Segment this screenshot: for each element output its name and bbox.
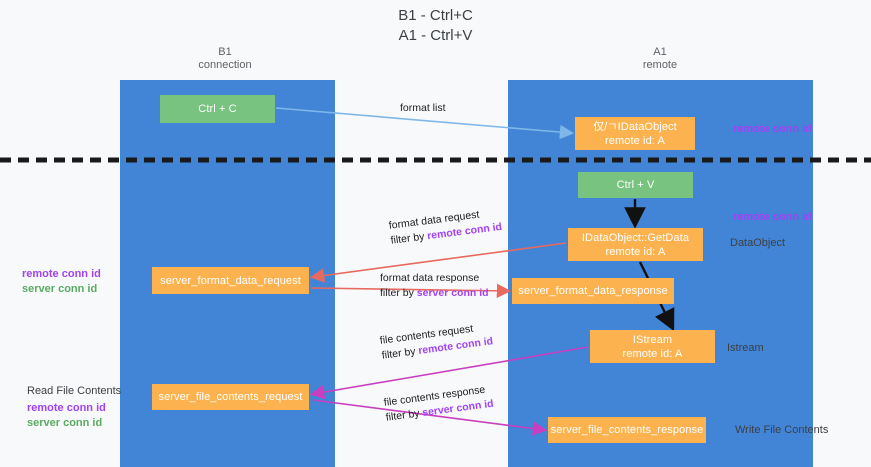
filter-key-server-conn-id: server conn id [416,287,489,299]
node-istream[interactable]: IStream remote id: A [590,330,715,363]
filter-prefix: filter by [390,230,428,247]
node-server-file-contents-request[interactable]: server_file_contents_request [152,384,309,410]
node-server-format-data-request[interactable]: server_format_data_request [152,267,309,294]
annotation-remote-conn-id-left-mid: remote conn id [22,268,101,280]
annotation-remote-conn-id-top: remote conn id [733,123,812,135]
lane-header-b1-name: B1 [218,46,232,58]
node-server-file-contents-request-label: server_file_contents_request [158,391,303,403]
annotation-server-conn-id-left-mid: server conn id [22,283,98,295]
node-ctrl-v-label: Ctrl + V [616,179,655,191]
node-idataobject-label: 仅/ㄱIDataObject [593,120,677,133]
lane-header-a1-name: A1 [653,46,667,58]
edge-label-format-list: format list [400,102,446,114]
node-istream-label: IStream [632,333,673,346]
lane-header-a1: A1 remote [585,46,735,72]
filter-prefix: filter by [381,345,420,362]
annotation-server-conn-id-left-bottom: server conn id [27,417,103,429]
annotation-conn-ids-mid: remote conn id server conn id [22,267,101,297]
node-idataobject-subtitle: remote id: A [605,134,665,147]
edge-label-file-contents-request: file contents request filter by remote c… [379,319,494,363]
node-ctrl-c[interactable]: Ctrl + C [160,95,275,123]
lane-header-b1: B1 connection [150,46,300,72]
diagram-title-line-1: B1 - Ctrl+C [398,7,473,24]
node-server-file-contents-response-label: server_file_contents_response [550,424,704,436]
node-istream-subtitle: remote id: A [622,347,683,360]
diagram-title-line-2: A1 - Ctrl+V [398,27,473,44]
lane-header-a1-role: remote [642,59,678,71]
annotation-dataobject: DataObject [730,237,786,249]
lane-header-b1-role: connection [198,59,252,71]
node-server-format-data-request-label: server_format_data_request [160,274,301,287]
filter-prefix: filter by [385,407,424,424]
edge-label-format-data-request: format data request filter by remote con… [388,205,503,249]
node-ctrl-c-label: Ctrl + C [198,103,237,115]
annotation-istream: Istream [727,342,764,354]
node-idataobject[interactable]: 仅/ㄱIDataObject remote id: A [575,117,695,150]
node-getdata-subtitle: remote id: A [605,245,666,258]
edge-label-format-data-response-line2: filter by server conn id [380,286,489,301]
node-server-format-data-response[interactable]: server_format_data_response [512,278,674,304]
node-server-file-contents-response[interactable]: server_file_contents_response [548,417,706,443]
node-server-format-data-response-label: server_format_data_response [518,285,668,297]
edge-label-format-data-response: format data response filter by server co… [380,271,489,301]
edge-label-file-contents-response: file contents response filter by server … [383,382,495,426]
node-idataobject-getdata[interactable]: IDataObject::GetData remote id: A [568,228,703,261]
filter-prefix: filter by [380,287,417,299]
annotation-write-file-contents: Write File Contents [735,424,829,436]
node-getdata-label: IDataObject::GetData [581,231,690,244]
annotation-remote-conn-id-left-bottom: remote conn id [27,402,106,414]
annotation-remote-conn-id-mid: remote conn id [733,211,812,223]
annotation-conn-ids-bottom: remote conn id server conn id [27,401,106,431]
edge-label-format-data-response-line1: format data response [380,272,480,284]
diagram-title: B1 - Ctrl+C A1 - Ctrl+V [0,6,871,46]
node-ctrl-v[interactable]: Ctrl + V [578,172,693,198]
annotation-read-file-contents: Read File Contents [27,385,122,397]
